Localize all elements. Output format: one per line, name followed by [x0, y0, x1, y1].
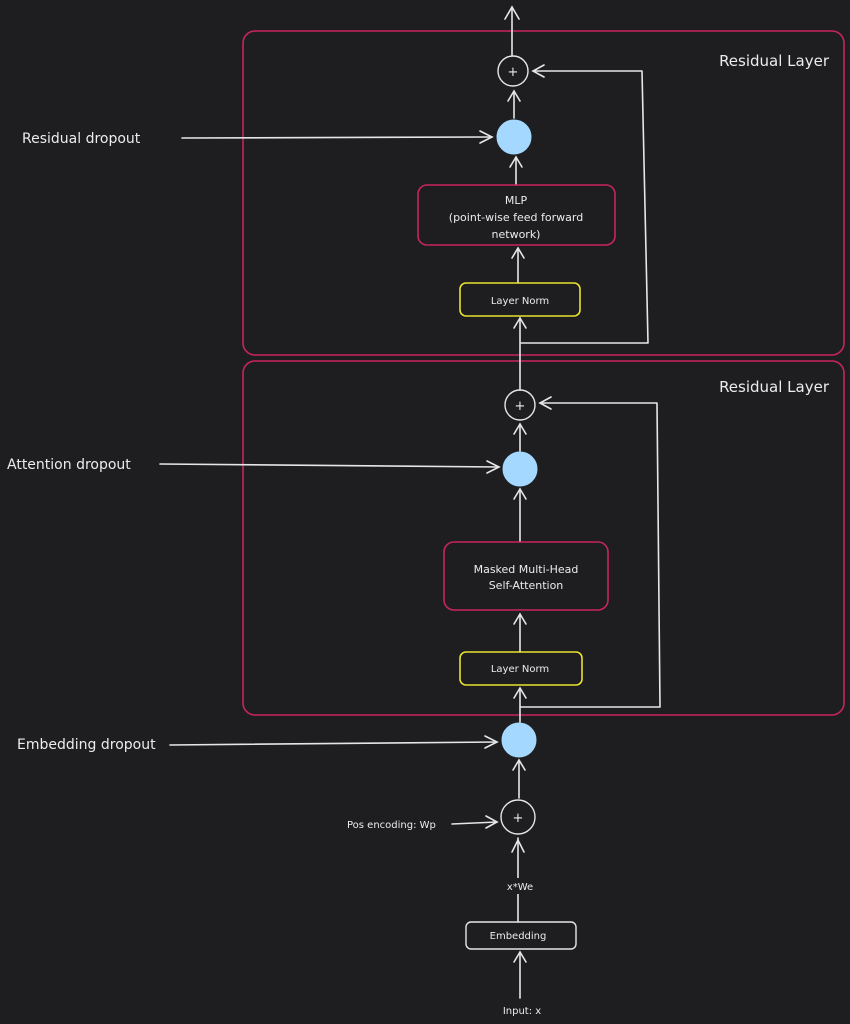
layer-norm-bottom [459, 651, 583, 686]
top-dropout-to-add-head [507, 89, 521, 102]
attention-label-line1: Masked Multi-Head [474, 563, 579, 576]
embedding-block [465, 921, 577, 950]
x-we-label: x*We [507, 882, 533, 893]
add-to-top-norm-head [513, 316, 527, 329]
embedding-dropout-node [501, 722, 537, 758]
mlp-block [417, 184, 616, 246]
embedding-dropout-to-norm-head [513, 686, 527, 699]
embedding-to-add-head [511, 838, 525, 853]
residual-dropout-node [496, 119, 532, 155]
embedding-dropout-arrow [169, 741, 498, 746]
residual-dropout-arrowhead [479, 130, 494, 144]
residual-dropout-label: Residual dropout [22, 131, 141, 147]
add-node-bottom [504, 389, 536, 421]
bottom-residual-skip [519, 402, 661, 708]
add-node-position-symbol: + [513, 811, 524, 826]
attention-dropout-arrowhead [486, 460, 501, 474]
layer-norm-bottom-label: Layer Norm [491, 664, 549, 675]
pos-encoding-arrow [451, 821, 498, 825]
input-to-embedding-head [513, 950, 527, 963]
attention-dropout-to-add-head [513, 422, 527, 435]
norm-to-attention-head [513, 612, 527, 625]
layer-norm-top-label: Layer Norm [491, 296, 549, 307]
embedding-dropout-label: Embedding dropout [17, 737, 156, 753]
embedding-label: Embedding [490, 931, 547, 942]
mlp-label-line2: (point-wise feed forward [449, 211, 583, 224]
mlp-label-line1: MLP [505, 194, 528, 207]
output-arrowhead [504, 5, 520, 20]
attention-dropout-arrow [159, 463, 500, 468]
top-residual-skip [520, 70, 649, 344]
pos-encoding-label: Pos encoding: Wp [347, 820, 436, 831]
mlp-label-line3: network) [492, 228, 541, 241]
attention-label-line2: Self-Attention [489, 579, 564, 592]
residual-layer-bottom [242, 360, 845, 716]
input-label: Input: x [503, 1006, 541, 1017]
pos-add-to-dropout-head [512, 758, 526, 771]
attention-block [443, 541, 609, 611]
attention-dropout-node [502, 451, 538, 487]
pos-encoding-arrowhead [485, 815, 499, 829]
residual-dropout-arrow [181, 136, 493, 139]
add-node-top [497, 55, 529, 87]
residual-layer-top-title: Residual Layer [719, 52, 830, 70]
mlp-to-dropout-head [509, 155, 523, 168]
embedding-dropout-arrowhead [484, 735, 499, 749]
add-node-bottom-symbol: + [515, 399, 526, 414]
layer-norm-top [459, 282, 581, 317]
bottom-residual-skip-head [538, 396, 552, 410]
norm-to-mlp-head [511, 246, 525, 259]
attention-to-dropout-head [513, 487, 527, 500]
attention-dropout-label: Attention dropout [7, 457, 131, 473]
add-node-top-symbol: + [508, 65, 519, 80]
top-residual-skip-head [531, 64, 545, 78]
x-we-label-bg [503, 878, 537, 894]
residual-layer-top [242, 30, 845, 356]
residual-layer-bottom-title: Residual Layer [719, 378, 830, 396]
add-node-position [500, 799, 536, 835]
